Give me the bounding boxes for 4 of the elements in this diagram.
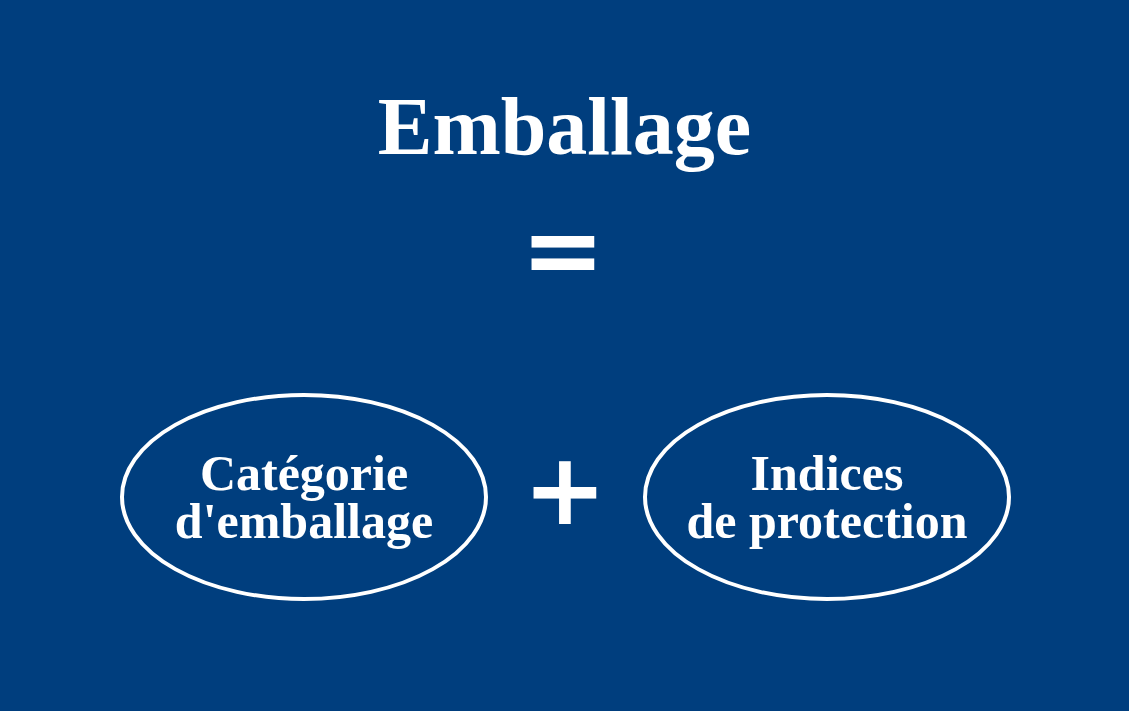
equals-sign: = <box>521 200 605 300</box>
oval-node <box>643 393 1011 601</box>
plus-sign: + <box>523 440 607 540</box>
oval-node <box>120 393 488 601</box>
